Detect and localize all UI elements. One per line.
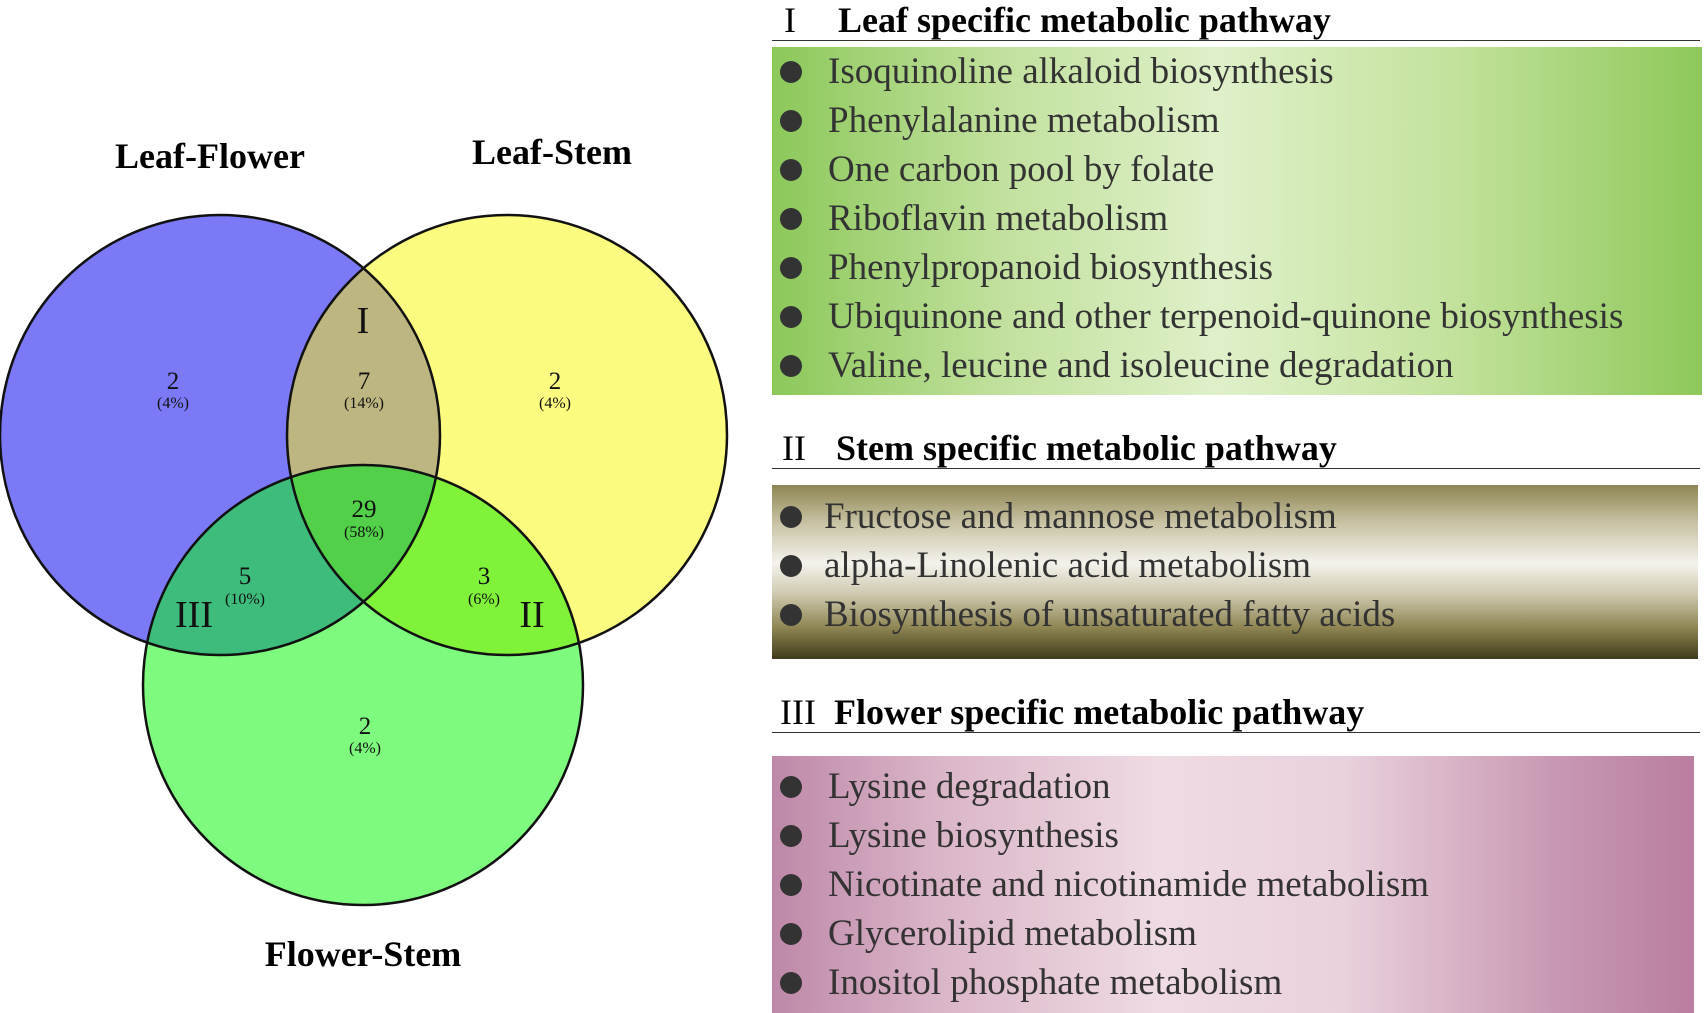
bullet-icon (780, 159, 802, 181)
list-item: Riboflavin metabolism (772, 194, 1702, 243)
list-item: Ubiquinone and other terpenoid-quinone b… (772, 292, 1702, 341)
bullet-icon (780, 972, 802, 994)
pathway-label: Valine, leucine and isoleucine degradati… (828, 345, 1454, 386)
panel-title-stem: II Stem specific metabolic pathway (772, 428, 1700, 469)
panel-title-text: Stem specific metabolic pathway (836, 428, 1337, 468)
region-count: 2 (359, 713, 372, 740)
bullet-icon (780, 257, 802, 279)
pathway-label: Fructose and mannose metabolism (824, 496, 1337, 537)
bullet-icon (780, 604, 802, 626)
region-count: 29 (352, 496, 377, 523)
pathway-label: Riboflavin metabolism (828, 198, 1169, 239)
panel-title-text: Flower specific metabolic pathway (834, 692, 1365, 732)
overlap-II-region (287, 465, 583, 655)
region-percent: (4%) (157, 395, 189, 412)
region-percent: (4%) (349, 740, 381, 757)
bullet-icon (780, 874, 802, 896)
pathway-label: alpha-Linolenic acid metabolism (824, 545, 1311, 586)
stem-pathway-box: Fructose and mannose metabolism alpha-Li… (772, 485, 1698, 659)
pathway-label: Nicotinate and nicotinamide metabolism (828, 864, 1430, 905)
flower-stem-label: Flower-Stem (265, 934, 462, 974)
leaf-pathway-box: Isoquinoline alkaloid biosynthesis Pheny… (772, 47, 1702, 395)
bullet-icon (780, 776, 802, 798)
bullet-icon (780, 355, 802, 377)
list-item: Valine, leucine and isoleucine degradati… (772, 341, 1702, 390)
pathway-label: Biosynthesis of unsaturated fatty acids (824, 594, 1396, 635)
panel-title-text: Leaf specific metabolic pathway (838, 0, 1331, 40)
region-count: 7 (358, 368, 371, 395)
pathway-label: One carbon pool by folate (828, 149, 1215, 190)
list-item: Fructose and mannose metabolism (772, 492, 1698, 541)
pathway-label: Phenylalanine metabolism (828, 100, 1220, 141)
numeral-I: I (357, 300, 370, 342)
pathway-label: Lysine biosynthesis (828, 815, 1119, 856)
region-count: 2 (549, 368, 562, 395)
bullet-icon (780, 825, 802, 847)
panel-numeral: II (782, 428, 806, 468)
bullet-icon (780, 923, 802, 945)
list-item: Isoquinoline alkaloid biosynthesis (772, 47, 1702, 96)
region-count: 5 (239, 563, 252, 590)
pathway-label: Phenylpropanoid biosynthesis (828, 247, 1274, 288)
overlap-III-region (143, 465, 440, 655)
bullet-icon (780, 208, 802, 230)
pathway-label: Inositol phosphate metabolism (828, 962, 1283, 1003)
bullet-icon (780, 506, 802, 528)
pathway-label: Glycerolipid metabolism (828, 913, 1197, 954)
leaf-stem-label: Leaf-Stem (472, 132, 632, 172)
flower-pathway-box: Lysine degradation Lysine biosynthesis N… (772, 756, 1694, 1013)
region-count: 2 (167, 368, 180, 395)
venn-diagram: Leaf-Flower Leaf-Stem Flower-Stem 2 (4%)… (0, 132, 729, 974)
region-percent: (14%) (344, 395, 384, 412)
numeral-III: III (175, 594, 213, 636)
bullet-icon (780, 61, 802, 83)
list-item: Inositol phosphate metabolism (772, 958, 1694, 1007)
leaf-flower-label: Leaf-Flower (115, 136, 305, 176)
bullet-icon (780, 306, 802, 328)
panel-numeral: III (780, 692, 816, 732)
region-percent: (6%) (468, 591, 500, 608)
panel-title-flower: III Flower specific metabolic pathway (772, 692, 1700, 733)
region-count: 3 (478, 563, 491, 590)
list-item: alpha-Linolenic acid metabolism (772, 541, 1698, 590)
list-item: Nicotinate and nicotinamide metabolism (772, 860, 1694, 909)
numeral-II: II (519, 594, 544, 636)
pathway-label: Ubiquinone and other terpenoid-quinone b… (828, 296, 1624, 337)
region-percent: (4%) (539, 395, 571, 412)
list-item: Glycerolipid metabolism (772, 909, 1694, 958)
region-percent: (10%) (225, 591, 265, 608)
bullet-icon (780, 555, 802, 577)
list-item: Lysine biosynthesis (772, 811, 1694, 860)
list-item: Phenylalanine metabolism (772, 96, 1702, 145)
region-percent: (58%) (344, 524, 384, 541)
pathway-label: Isoquinoline alkaloid biosynthesis (828, 51, 1334, 92)
list-item: Biosynthesis of unsaturated fatty acids (772, 590, 1698, 639)
bullet-icon (780, 110, 802, 132)
list-item: One carbon pool by folate (772, 145, 1702, 194)
list-item: Lysine degradation (772, 762, 1694, 811)
panel-numeral: I (784, 0, 796, 40)
pathway-label: Lysine degradation (828, 766, 1111, 807)
panel-title-leaf: I Leaf specific metabolic pathway (772, 0, 1700, 41)
list-item: Phenylpropanoid biosynthesis (772, 243, 1702, 292)
